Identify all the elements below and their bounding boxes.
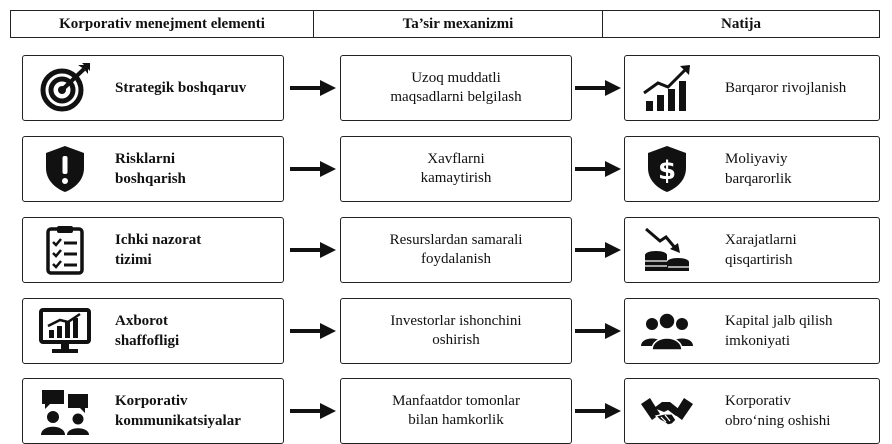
coins-down-icon: [639, 225, 695, 275]
element-box-communications: Korporativ kommunikatsiyalar: [22, 378, 284, 444]
mechanism-box: Investorlar ishonchini oshirish: [340, 298, 572, 364]
arrow-icon: [575, 323, 621, 339]
result-label: Kapital jalb qilish: [725, 312, 833, 329]
result-label: Xarajatlarni: [725, 231, 797, 248]
element-box-control: Ichki nazorat tizimi: [22, 217, 284, 283]
element-label: shaffofligi: [115, 333, 180, 349]
mechanism-line: Resurslardan samarali: [389, 231, 523, 248]
element-box-transparency: Axborot shaffofligi: [22, 298, 284, 364]
result-label: Korporativ: [725, 392, 791, 409]
mechanism-line: maqsadlarni belgilash: [390, 89, 522, 105]
element-box-strategic: Strategik boshqaruv: [22, 55, 284, 121]
arrow-icon: [290, 161, 336, 177]
element-label: Risklarni: [115, 150, 176, 167]
result-label: imkoniyati: [725, 333, 790, 349]
header-result: Natija: [602, 11, 879, 37]
result-label: barqarorlik: [725, 171, 792, 187]
dollar-shield-icon: $: [639, 144, 695, 194]
arrow-icon: [575, 161, 621, 177]
arrow-icon: [290, 323, 336, 339]
monitor-chart-icon: [37, 306, 93, 356]
mechanism-line: kamaytirish: [420, 170, 492, 186]
arrow-icon: [290, 403, 336, 419]
result-label: Barqaror rivojlanish: [725, 79, 847, 96]
mechanism-box: Resurslardan samarali foydalanish: [340, 217, 572, 283]
element-label: kommunikatsiyalar: [115, 413, 241, 429]
element-box-risk: Risklarni boshqarish: [22, 136, 284, 202]
mechanism-line: Xavflarni: [427, 150, 485, 167]
result-label: Moliyaviy: [725, 150, 788, 167]
conversation-icon: [37, 386, 93, 436]
element-label: boshqarish: [115, 171, 186, 187]
header-element: Korporativ menejment elementi: [59, 15, 265, 32]
result-label: obro‘ning oshishi: [725, 413, 831, 429]
result-box: $ Moliyaviy barqarorlik: [624, 136, 880, 202]
checklist-icon: [37, 225, 93, 275]
result-box: Barqaror rivojlanish: [624, 55, 880, 121]
mechanism-box: Uzoq muddatli maqsadlarni belgilash: [340, 55, 572, 121]
mechanism-line: oshirish: [432, 332, 480, 348]
people-group-icon: [639, 306, 695, 356]
target-icon: [37, 63, 93, 113]
element-label: Korporativ: [115, 392, 188, 409]
arrow-icon: [575, 403, 621, 419]
result-box: Korporativ obro‘ning oshishi: [624, 378, 880, 444]
result-box: Kapital jalb qilish imkoniyati: [624, 298, 880, 364]
mechanism-line: Uzoq muddatli: [411, 69, 501, 86]
result-label: qisqartirish: [725, 252, 793, 268]
result-box: Xarajatlarni qisqartirish: [624, 217, 880, 283]
mechanism-line: foydalanish: [421, 251, 491, 267]
table-header: Korporativ menejment elementi Ta’sir mex…: [10, 10, 880, 38]
arrow-icon: [290, 80, 336, 96]
mechanism-line: bilan hamkorlik: [408, 412, 504, 428]
mechanism-line: Manfaatdor tomonlar: [392, 392, 520, 409]
growth-chart-icon: [639, 63, 695, 113]
header-mechanism: Ta’sir mexanizmi: [313, 11, 602, 37]
svg-text:$: $: [658, 156, 676, 186]
element-label: Strategik boshqaruv: [115, 79, 247, 96]
arrow-icon: [290, 242, 336, 258]
mechanism-box: Manfaatdor tomonlar bilan hamkorlik: [340, 378, 572, 444]
arrow-icon: [575, 80, 621, 96]
arrow-icon: [575, 242, 621, 258]
element-label: Axborot: [115, 312, 169, 329]
element-label: tizimi: [115, 252, 152, 268]
mechanism-box: Xavflarni kamaytirish: [340, 136, 572, 202]
shield-warning-icon: [37, 144, 93, 194]
element-label: Ichki nazorat: [115, 231, 202, 248]
mechanism-line: Investorlar ishonchini: [390, 312, 522, 329]
handshake-icon: [639, 386, 695, 436]
